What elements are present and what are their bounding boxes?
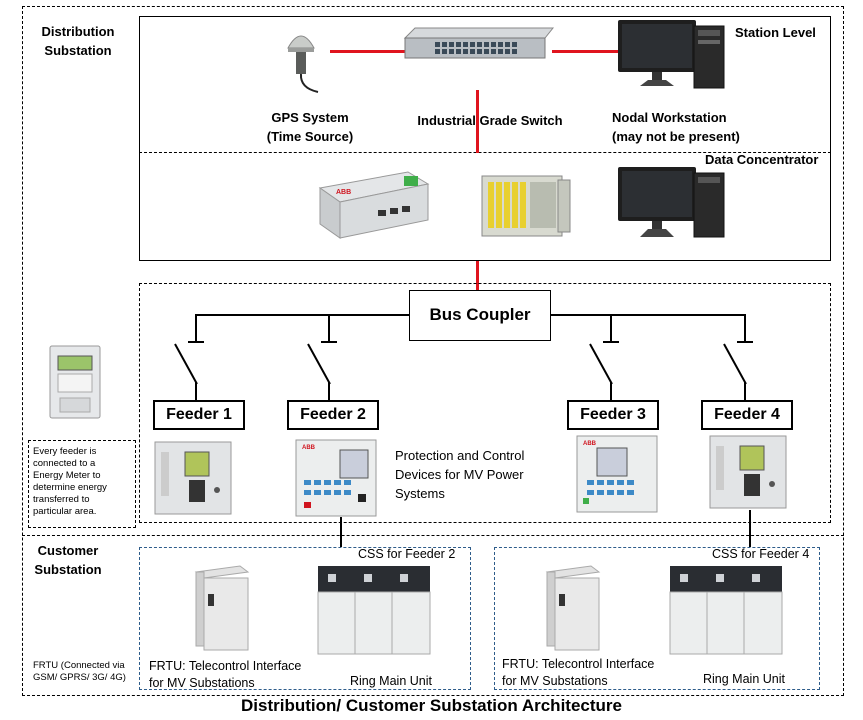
outer-frame xyxy=(22,6,844,696)
frtu-cabinet-icon xyxy=(545,565,601,651)
bus-line-right xyxy=(551,314,745,316)
gps-label: GPS System (Time Source) xyxy=(266,110,354,144)
switch-label: Industrial Grade Switch xyxy=(417,113,563,128)
ring-main-unit-icon xyxy=(669,566,783,655)
feeder-1-switch-icon xyxy=(174,314,204,400)
feeder-4-label: Feeder 4 xyxy=(701,400,793,430)
bus-coupler-label: Bus Coupler xyxy=(429,305,531,324)
frtu-label-1: FRTU: Telecontrol Interface for MV Subst… xyxy=(149,659,302,690)
frtu-cabinet-icon xyxy=(194,565,250,651)
concentrator-buscoupler-link xyxy=(476,261,479,290)
svg-text:ABB: ABB xyxy=(302,445,316,451)
gps-switch-link xyxy=(330,50,405,53)
bus-line-left xyxy=(196,314,409,316)
diagram-title: Distribution/ Customer Substation Archit… xyxy=(241,696,622,715)
station-level-box xyxy=(139,16,831,261)
switch-workstation-link xyxy=(552,50,622,53)
feeder-3-label: Feeder 3 xyxy=(567,400,659,430)
feeder-2-relay-icon: ABB xyxy=(295,439,377,517)
energy-meter-note-box xyxy=(28,440,136,528)
section-divider xyxy=(22,535,844,536)
css-feeder-2-label: CSS for Feeder 2 xyxy=(358,547,456,561)
css-feeder-2-box xyxy=(139,547,471,690)
svg-text:ABB: ABB xyxy=(583,441,597,447)
ring-main-unit-icon xyxy=(317,566,431,655)
bus-coupler-box xyxy=(409,290,551,341)
energy-meter-note: Every feeder is connected to a Energy Me… xyxy=(33,446,107,517)
distribution-substation-label: Distribution Substation xyxy=(41,24,115,58)
data-concentrator-label: Data Concentrator xyxy=(705,152,819,167)
feeder-1-label: Feeder 1 xyxy=(153,400,245,430)
feeder-3-relay-icon: ABB xyxy=(576,435,658,513)
rmu-label-1: Ring Main Unit xyxy=(350,674,432,688)
network-switch-icon xyxy=(403,27,555,59)
feeder-4-relay-icon xyxy=(709,435,787,509)
frtu-connection-note: FRTU (Connected via GSM/ GPRS/ 3G/ 4G) xyxy=(33,660,126,683)
svg-text:ABB: ABB xyxy=(336,189,351,196)
bay-level-box xyxy=(139,283,831,523)
workstation-icon xyxy=(618,20,725,89)
gps-antenna-icon xyxy=(287,35,319,93)
feeder-4-css-link xyxy=(749,510,751,547)
energy-meter-icon xyxy=(49,345,101,419)
feeder-2-css-link xyxy=(340,517,342,547)
frtu-label-2: FRTU: Telecontrol Interface for MV Subst… xyxy=(502,657,655,688)
rtu-rack-icon xyxy=(481,175,571,237)
rmu-label-2: Ring Main Unit xyxy=(703,672,785,686)
feeder-4-switch-icon xyxy=(723,314,753,400)
feeder-2-label: Feeder 2 xyxy=(287,400,379,430)
feeder-2-switch-icon xyxy=(307,314,337,400)
switch-concentrator-link xyxy=(476,90,479,153)
css-feeder-4-label: CSS for Feeder 4 xyxy=(712,547,810,561)
workstation-label: Nodal Workstation (may not be present) xyxy=(612,110,740,144)
css-feeder-4-box xyxy=(494,547,820,690)
customer-substation-label: Customer Substation xyxy=(34,543,102,577)
feeder-1-relay-icon xyxy=(154,441,232,515)
concentrator-monitor-icon xyxy=(618,167,725,238)
station-level-divider xyxy=(139,152,831,153)
abb-gateway-icon: ABB xyxy=(318,171,430,239)
station-level-label: Station Level xyxy=(735,25,816,40)
protection-devices-note: Protection and Control Devices for MV Po… xyxy=(395,448,525,501)
feeder-3-switch-icon xyxy=(589,314,619,400)
